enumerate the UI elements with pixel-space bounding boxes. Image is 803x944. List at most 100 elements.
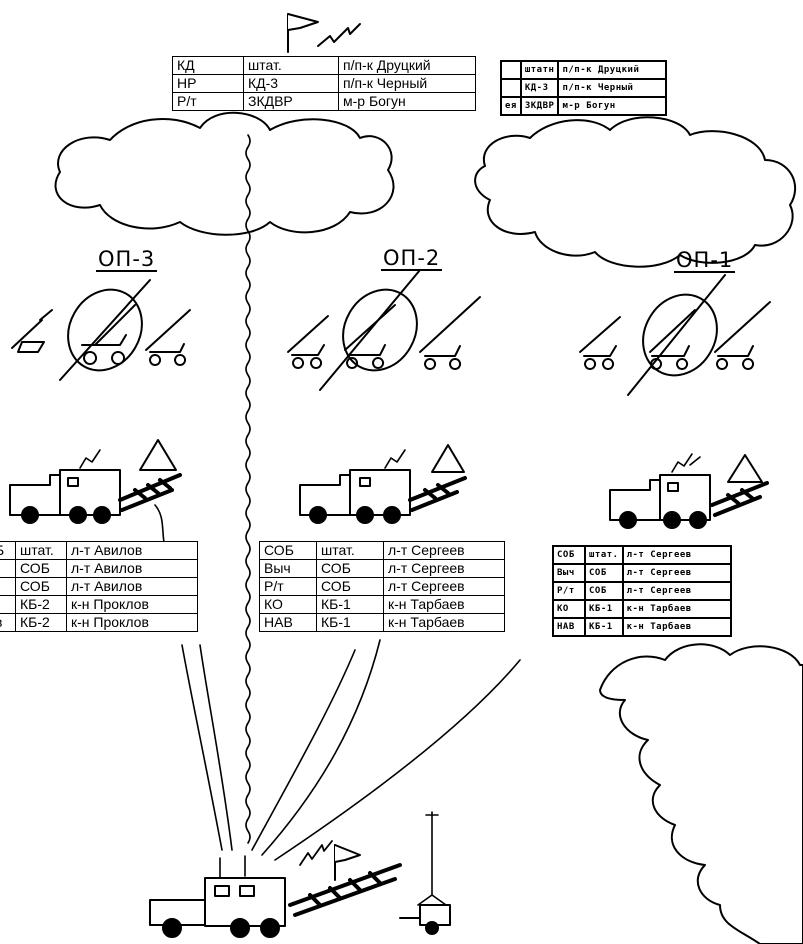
flag-icon bbox=[334, 844, 361, 881]
op1-staff-table-handwritten: СОБ штат. л-т Сергеев Выч СОБ л-т Сергее… bbox=[552, 545, 732, 637]
op2-label: ОП-2 bbox=[381, 246, 443, 271]
table-cell: л-т Сергеев bbox=[383, 541, 505, 560]
table-cell bbox=[500, 60, 522, 80]
table-cell: Выч bbox=[552, 563, 586, 583]
table-row: СОБ штат. л-т Сергеев bbox=[259, 541, 505, 560]
op1-label: ОП-1 bbox=[674, 248, 736, 273]
table-cell: штатн bbox=[519, 60, 560, 80]
table-row: НАВ КБ-1 к-н Тарбаев bbox=[552, 617, 732, 637]
table-row: Выч СОБ л-т Сергеев bbox=[552, 563, 732, 583]
command-truck-icon bbox=[9, 439, 182, 524]
table-cell: КБ-2 bbox=[15, 595, 67, 614]
table-cell: л-т Сергеев bbox=[621, 563, 732, 583]
table-row: в КБ-2 к-н Проклов bbox=[0, 613, 198, 632]
table-cell: л-т Авилов bbox=[66, 577, 198, 596]
table-cell: СОБ bbox=[259, 541, 317, 560]
table-cell bbox=[0, 559, 16, 578]
table-cell: СОБ bbox=[15, 559, 67, 578]
table-row: НАВ КБ-1 к-н Тарбаев bbox=[259, 613, 505, 632]
table-cell: п/п-к Друцкий bbox=[338, 56, 476, 75]
table-cell: СОБ bbox=[316, 577, 384, 596]
table-row: КО КБ-1 к-н Тарбаев bbox=[552, 599, 732, 619]
table-cell: КО bbox=[259, 595, 317, 614]
table-row: СОБ л-т Авилов bbox=[0, 559, 198, 578]
radio-signal-icon bbox=[317, 23, 361, 47]
table-cell: КБ-1 bbox=[584, 599, 624, 619]
table-row: СОБ л-т Авилов bbox=[0, 577, 198, 596]
signal-line-decoration bbox=[288, 863, 402, 917]
table-cell: КБ-1 bbox=[316, 595, 384, 614]
table-row: НР КД-3 п/п-к Черный bbox=[172, 74, 476, 93]
table-cell: ЗКДВР bbox=[243, 92, 339, 111]
antenna-mast-icon bbox=[417, 811, 447, 906]
table-cell: КБ-1 bbox=[316, 613, 384, 632]
table-cell: м-р Богун bbox=[338, 92, 476, 111]
table-cell: НР bbox=[172, 74, 244, 93]
table-cell: п/п-к Черный bbox=[338, 74, 476, 93]
artillery-gun-icon bbox=[287, 269, 481, 391]
table-row: Р/т ЗКДВР м-р Богун bbox=[172, 92, 476, 111]
table-cell: Р/т bbox=[172, 92, 244, 111]
table-cell: СОБ bbox=[316, 559, 384, 578]
artillery-gun-icon bbox=[579, 274, 771, 396]
table-row: Р/т СОБ л-т Сергеев bbox=[552, 581, 732, 601]
table-cell: КД-3 bbox=[243, 74, 339, 93]
op3-staff-table: Б штат. л-т Авилов СОБ л-т Авилов СОБ л-… bbox=[0, 541, 198, 632]
table-cell: НАВ bbox=[552, 617, 586, 637]
table-cell: ЗКДВР bbox=[519, 96, 560, 116]
table-cell: м-р Богун bbox=[557, 96, 668, 116]
table-cell: л-т Авилов bbox=[66, 541, 198, 560]
table-cell: КО bbox=[552, 599, 586, 619]
table-cell: л-т Сергеев bbox=[621, 581, 732, 601]
flag-icon bbox=[287, 13, 319, 53]
table-cell: штат. bbox=[243, 56, 339, 75]
table-cell: л-т Сергеев bbox=[383, 577, 505, 596]
op3-label: ОП-3 bbox=[96, 247, 158, 272]
command-staff-table-handwritten: штатн п/п-к Друцкий КД-3 п/п-к Черный ея… bbox=[500, 60, 668, 116]
table-cell: к-н Тарбаев bbox=[621, 617, 732, 637]
cloud-icon bbox=[599, 643, 803, 944]
table-cell: п/п-к Черный bbox=[557, 78, 668, 98]
table-cell: в bbox=[0, 613, 16, 632]
table-row: КД штат. п/п-к Друцкий bbox=[172, 56, 476, 75]
cloud-icon bbox=[54, 111, 395, 236]
table-cell: КД bbox=[172, 56, 244, 75]
table-cell bbox=[0, 595, 16, 614]
table-cell: к-н Проклов bbox=[66, 613, 198, 632]
table-row: ея ЗКДВР м-р Богун bbox=[500, 96, 668, 116]
command-truck-icon bbox=[149, 855, 286, 938]
table-cell: л-т Сергеев bbox=[383, 559, 505, 578]
table-cell: Б bbox=[0, 541, 16, 560]
op2-staff-table: СОБ штат. л-т Сергеев Выч СОБ л-т Сергее… bbox=[259, 541, 505, 632]
table-cell: Р/т bbox=[259, 577, 317, 596]
table-cell: НАВ bbox=[259, 613, 317, 632]
trailer-icon bbox=[399, 904, 451, 935]
command-truck-icon bbox=[609, 453, 769, 529]
table-row: Р/т СОБ л-т Сергеев bbox=[259, 577, 505, 596]
table-row: КО КБ-1 к-н Тарбаев bbox=[259, 595, 505, 614]
radio-signal-icon bbox=[299, 840, 333, 866]
table-cell: к-н Тарбаев bbox=[621, 599, 732, 619]
table-row: Выч СОБ л-т Сергеев bbox=[259, 559, 505, 578]
table-cell: штат. bbox=[15, 541, 67, 560]
table-cell: СОБ bbox=[552, 545, 586, 565]
command-truck-icon bbox=[299, 444, 467, 524]
table-cell: штат. bbox=[584, 545, 624, 565]
table-cell: КБ-1 bbox=[584, 617, 624, 637]
table-cell: к-н Проклов bbox=[66, 595, 198, 614]
table-cell: СОБ bbox=[584, 563, 624, 583]
table-cell: СОБ bbox=[15, 577, 67, 596]
table-cell bbox=[0, 577, 16, 596]
table-row: КД-3 п/п-к Черный bbox=[500, 78, 668, 98]
table-cell: л-т Авилов bbox=[66, 559, 198, 578]
table-cell: Р/т bbox=[552, 581, 586, 601]
table-cell: п/п-к Друцкий bbox=[557, 60, 668, 80]
command-staff-table: КД штат. п/п-к Друцкий НР КД-3 п/п-к Чер… bbox=[172, 56, 476, 111]
comm-lines bbox=[154, 134, 521, 861]
table-cell bbox=[500, 78, 522, 98]
table-cell: л-т Сергеев bbox=[621, 545, 732, 565]
table-row: Б штат. л-т Авилов bbox=[0, 541, 198, 560]
table-cell: к-н Тарбаев bbox=[383, 613, 505, 632]
